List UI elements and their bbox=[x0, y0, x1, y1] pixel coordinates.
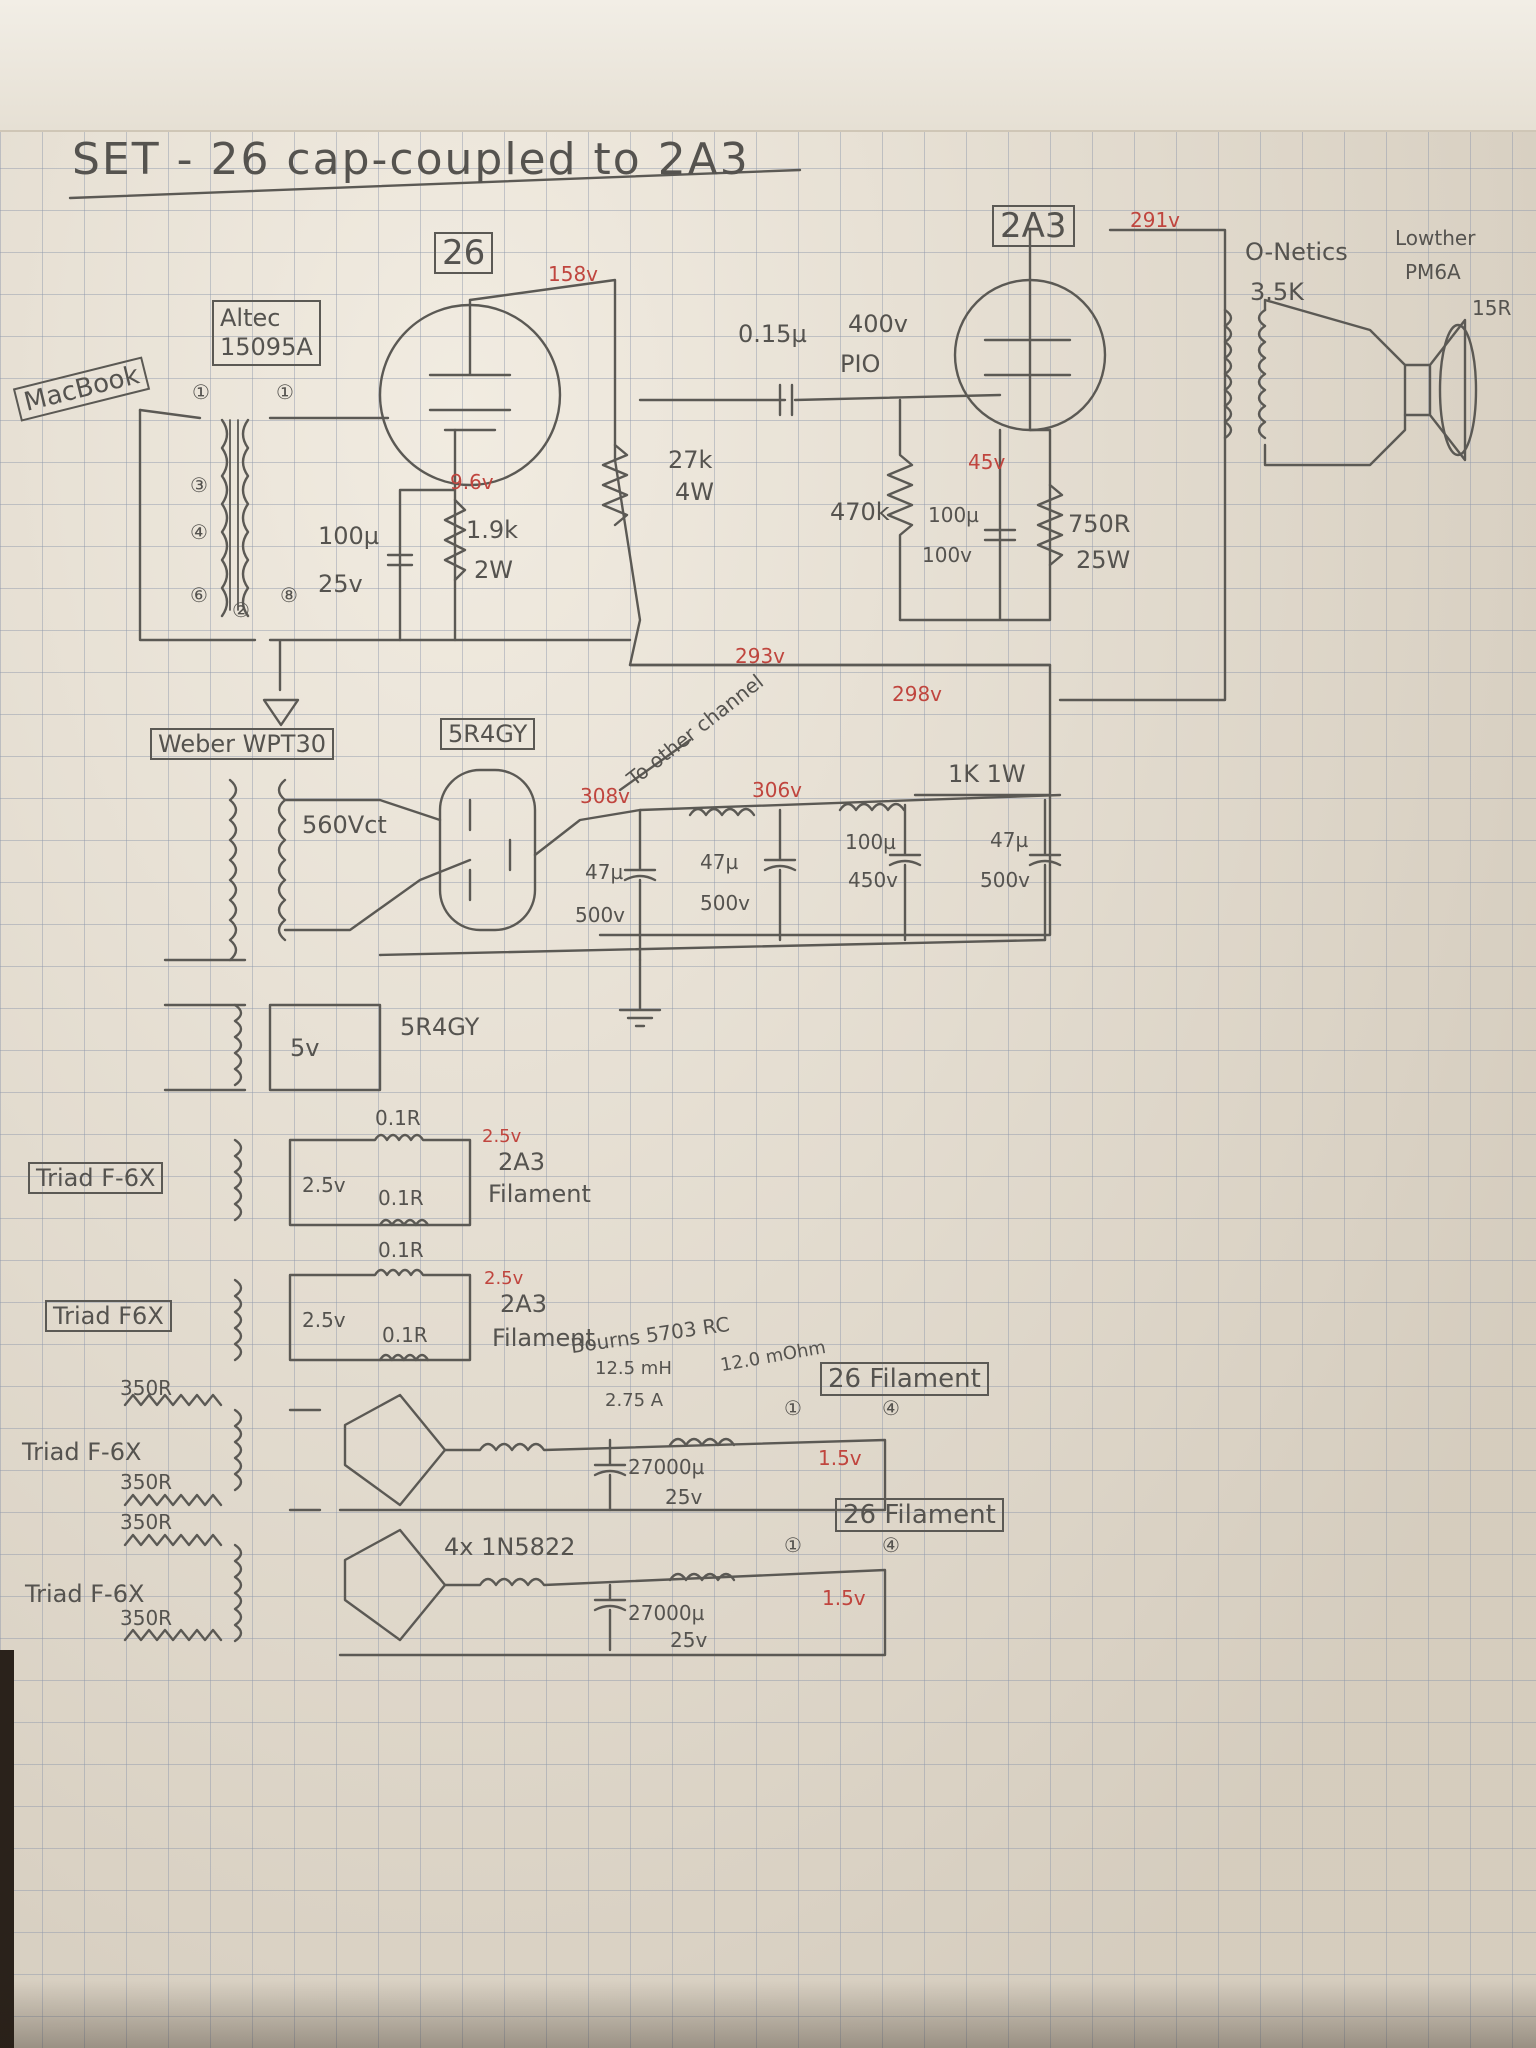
output-cathode-cap-value: 100µ bbox=[928, 503, 979, 527]
rectifier-tube-label: 5R4GY bbox=[440, 718, 536, 750]
hv-winding-label: 560Vct bbox=[302, 811, 387, 839]
cathode-resistor-value: 1.9k bbox=[466, 516, 519, 544]
coupling-cap-type: PIO bbox=[840, 350, 881, 378]
pin-label: ① bbox=[192, 380, 210, 404]
filament-cap-voltage-1: 25v bbox=[665, 1485, 703, 1509]
filament-transformer-4: Triad F-6X bbox=[25, 1580, 145, 1608]
filament-load-26-tube: 26 bbox=[828, 1364, 862, 1394]
filament-resistor-2b: 0.1R bbox=[382, 1323, 428, 1347]
page-title: SET - 26 cap-coupled to 2A3 bbox=[72, 134, 750, 185]
filter-cap-2-value: 47µ bbox=[700, 850, 739, 874]
rectifier-heater-tube-label: 5R4GY bbox=[400, 1013, 480, 1041]
filament-transformer-2: Triad F6X bbox=[45, 1300, 172, 1332]
cathode-cap-value: 100µ bbox=[318, 522, 380, 550]
filament-dc-voltage-26-2: 1.5v bbox=[822, 1586, 866, 1610]
filament-load-2a3-1: 2A3 bbox=[498, 1148, 545, 1176]
second-filter-voltage: 298v bbox=[892, 682, 943, 706]
filament-load-26-1: 26 Filament bbox=[820, 1362, 989, 1396]
plate-load-power: 4W bbox=[675, 478, 714, 506]
filament-resistor-1b: 0.1R bbox=[378, 1186, 424, 1210]
filament-pin-4-b: ④ bbox=[882, 1533, 900, 1557]
speaker-brand: Lowther bbox=[1395, 226, 1476, 250]
filament-load-2a3-2: 2A3 bbox=[500, 1290, 547, 1318]
driver-cathode-voltage: 9.6v bbox=[450, 470, 494, 494]
series-resistor-2: 350R bbox=[120, 1470, 173, 1494]
first-filter-voltage: 306v bbox=[752, 778, 803, 802]
pin-label: ⑧ bbox=[280, 583, 298, 607]
filament-cap-value-2: 27000µ bbox=[628, 1601, 705, 1625]
filament-dc-voltage-26-1: 1.5v bbox=[818, 1446, 862, 1470]
filament-load-26-word: Filament bbox=[869, 1364, 981, 1394]
output-plate-voltage: 291v bbox=[1130, 208, 1181, 232]
pin-label: ② bbox=[232, 598, 250, 622]
grid-resistor-value: 470k bbox=[830, 498, 890, 526]
filament-resistor-1a: 0.1R bbox=[375, 1106, 421, 1130]
filter-cap-3-value: 100µ bbox=[845, 830, 896, 854]
rectifier-output-voltage: 308v bbox=[580, 784, 631, 808]
filament-load-26-2: 26 Filament bbox=[835, 1498, 1004, 1532]
filament-load-word-2: Filament bbox=[492, 1324, 595, 1352]
input-transformer-brand: Altec bbox=[220, 304, 281, 332]
input-transformer-label: Altec 15095A bbox=[212, 300, 321, 366]
filter-cap-3-voltage: 450v bbox=[848, 868, 899, 892]
coupling-cap-voltage: 400v bbox=[848, 310, 909, 338]
filament-cap-value-1: 27000µ bbox=[628, 1455, 705, 1479]
filament-pin-1-a: ① bbox=[784, 1396, 802, 1420]
filament-voltage-2a3-1: 2.5v bbox=[482, 1126, 522, 1147]
series-resistor-3: 350R bbox=[120, 1510, 173, 1534]
plate-load-value: 27k bbox=[668, 446, 713, 474]
cathode-resistor-power: 2W bbox=[474, 556, 513, 584]
filter-cap-1-voltage: 500v bbox=[575, 903, 626, 927]
filament-ac-voltage-2: 2.5v bbox=[302, 1308, 346, 1332]
choke-current: 2.75 A bbox=[605, 1390, 664, 1411]
filament-load-26-word-2: Filament bbox=[884, 1500, 996, 1530]
output-transformer-impedance: 3.5K bbox=[1250, 278, 1304, 306]
speaker-impedance: 15R bbox=[1472, 296, 1512, 320]
supply-rail-voltage: 293v bbox=[735, 644, 786, 668]
table-edge bbox=[0, 1650, 14, 2048]
filament-transformer-3: Triad F-6X bbox=[22, 1438, 142, 1466]
heater-winding-voltage: 5v bbox=[290, 1034, 320, 1062]
filter-cap-4-voltage: 500v bbox=[980, 868, 1031, 892]
driver-tube-label: 26 bbox=[434, 232, 494, 274]
filament-transformer-1: Triad F-6X bbox=[28, 1162, 164, 1194]
filament-resistor-2a: 0.1R bbox=[378, 1238, 424, 1262]
output-tube-label: 2A3 bbox=[992, 205, 1075, 247]
output-cathode-resistor: 750R bbox=[1068, 510, 1131, 538]
bridge-diodes-label: 4x 1N5822 bbox=[444, 1533, 576, 1561]
filament-ac-voltage-1: 2.5v bbox=[302, 1173, 346, 1197]
pin-label: ④ bbox=[190, 520, 208, 544]
cathode-cap-voltage: 25v bbox=[318, 570, 363, 598]
dropping-resistor-label: 1K 1W bbox=[948, 760, 1026, 788]
coupling-cap-value: 0.15µ bbox=[738, 320, 807, 348]
filter-cap-1-value: 47µ bbox=[585, 860, 624, 884]
pin-label: ③ bbox=[190, 473, 208, 497]
filament-voltage-2a3-2: 2.5v bbox=[484, 1268, 524, 1289]
output-cathode-resistor-power: 25W bbox=[1076, 546, 1131, 574]
series-resistor-1: 350R bbox=[120, 1376, 173, 1400]
output-cathode-voltage: 45v bbox=[968, 450, 1006, 474]
filter-cap-4-value: 47µ bbox=[990, 828, 1029, 852]
pin-label: ⑥ bbox=[190, 583, 208, 607]
driver-plate-voltage: 158v bbox=[548, 262, 599, 286]
paper-bottom-shadow bbox=[0, 1980, 1536, 2048]
output-transformer-brand: O-Netics bbox=[1245, 238, 1348, 266]
filament-cap-voltage-2: 25v bbox=[670, 1628, 708, 1652]
pin-label: ① bbox=[276, 380, 294, 404]
series-resistor-4: 350R bbox=[120, 1606, 173, 1630]
paper-top-margin bbox=[0, 0, 1536, 132]
input-transformer-model: 15095A bbox=[220, 332, 313, 361]
speaker-model: PM6A bbox=[1405, 260, 1461, 284]
power-transformer-label: Weber WPT30 bbox=[150, 728, 334, 760]
choke-inductance: 12.5 mH bbox=[595, 1358, 672, 1379]
filament-load-word-1: Filament bbox=[488, 1180, 591, 1208]
filament-pin-4-a: ④ bbox=[882, 1396, 900, 1420]
filament-load-26-tube-2: 26 bbox=[843, 1500, 877, 1530]
output-cathode-cap-voltage: 100v bbox=[922, 543, 973, 567]
filament-pin-1-b: ① bbox=[784, 1533, 802, 1557]
filter-cap-2-voltage: 500v bbox=[700, 891, 751, 915]
